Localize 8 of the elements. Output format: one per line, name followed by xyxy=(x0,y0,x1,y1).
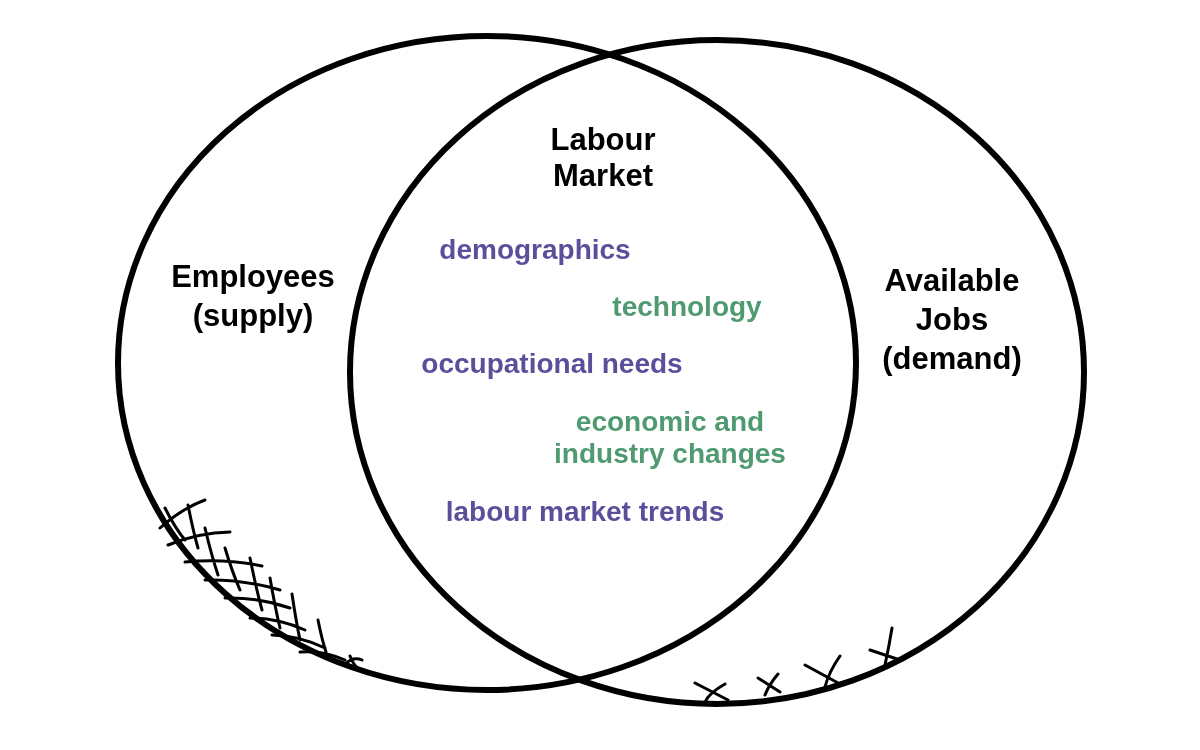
factor-label: economic and industry changes xyxy=(553,405,787,471)
factor-label: occupational needs xyxy=(421,347,683,381)
set-label: Available Jobs (demand) xyxy=(881,261,1023,378)
set-label: Employees (supply) xyxy=(170,258,336,335)
factor-label: demographics xyxy=(439,233,631,267)
factor-label: technology xyxy=(612,290,762,324)
overlap-title: Labour Market xyxy=(549,122,657,194)
factor-label: labour market trends xyxy=(445,495,725,529)
